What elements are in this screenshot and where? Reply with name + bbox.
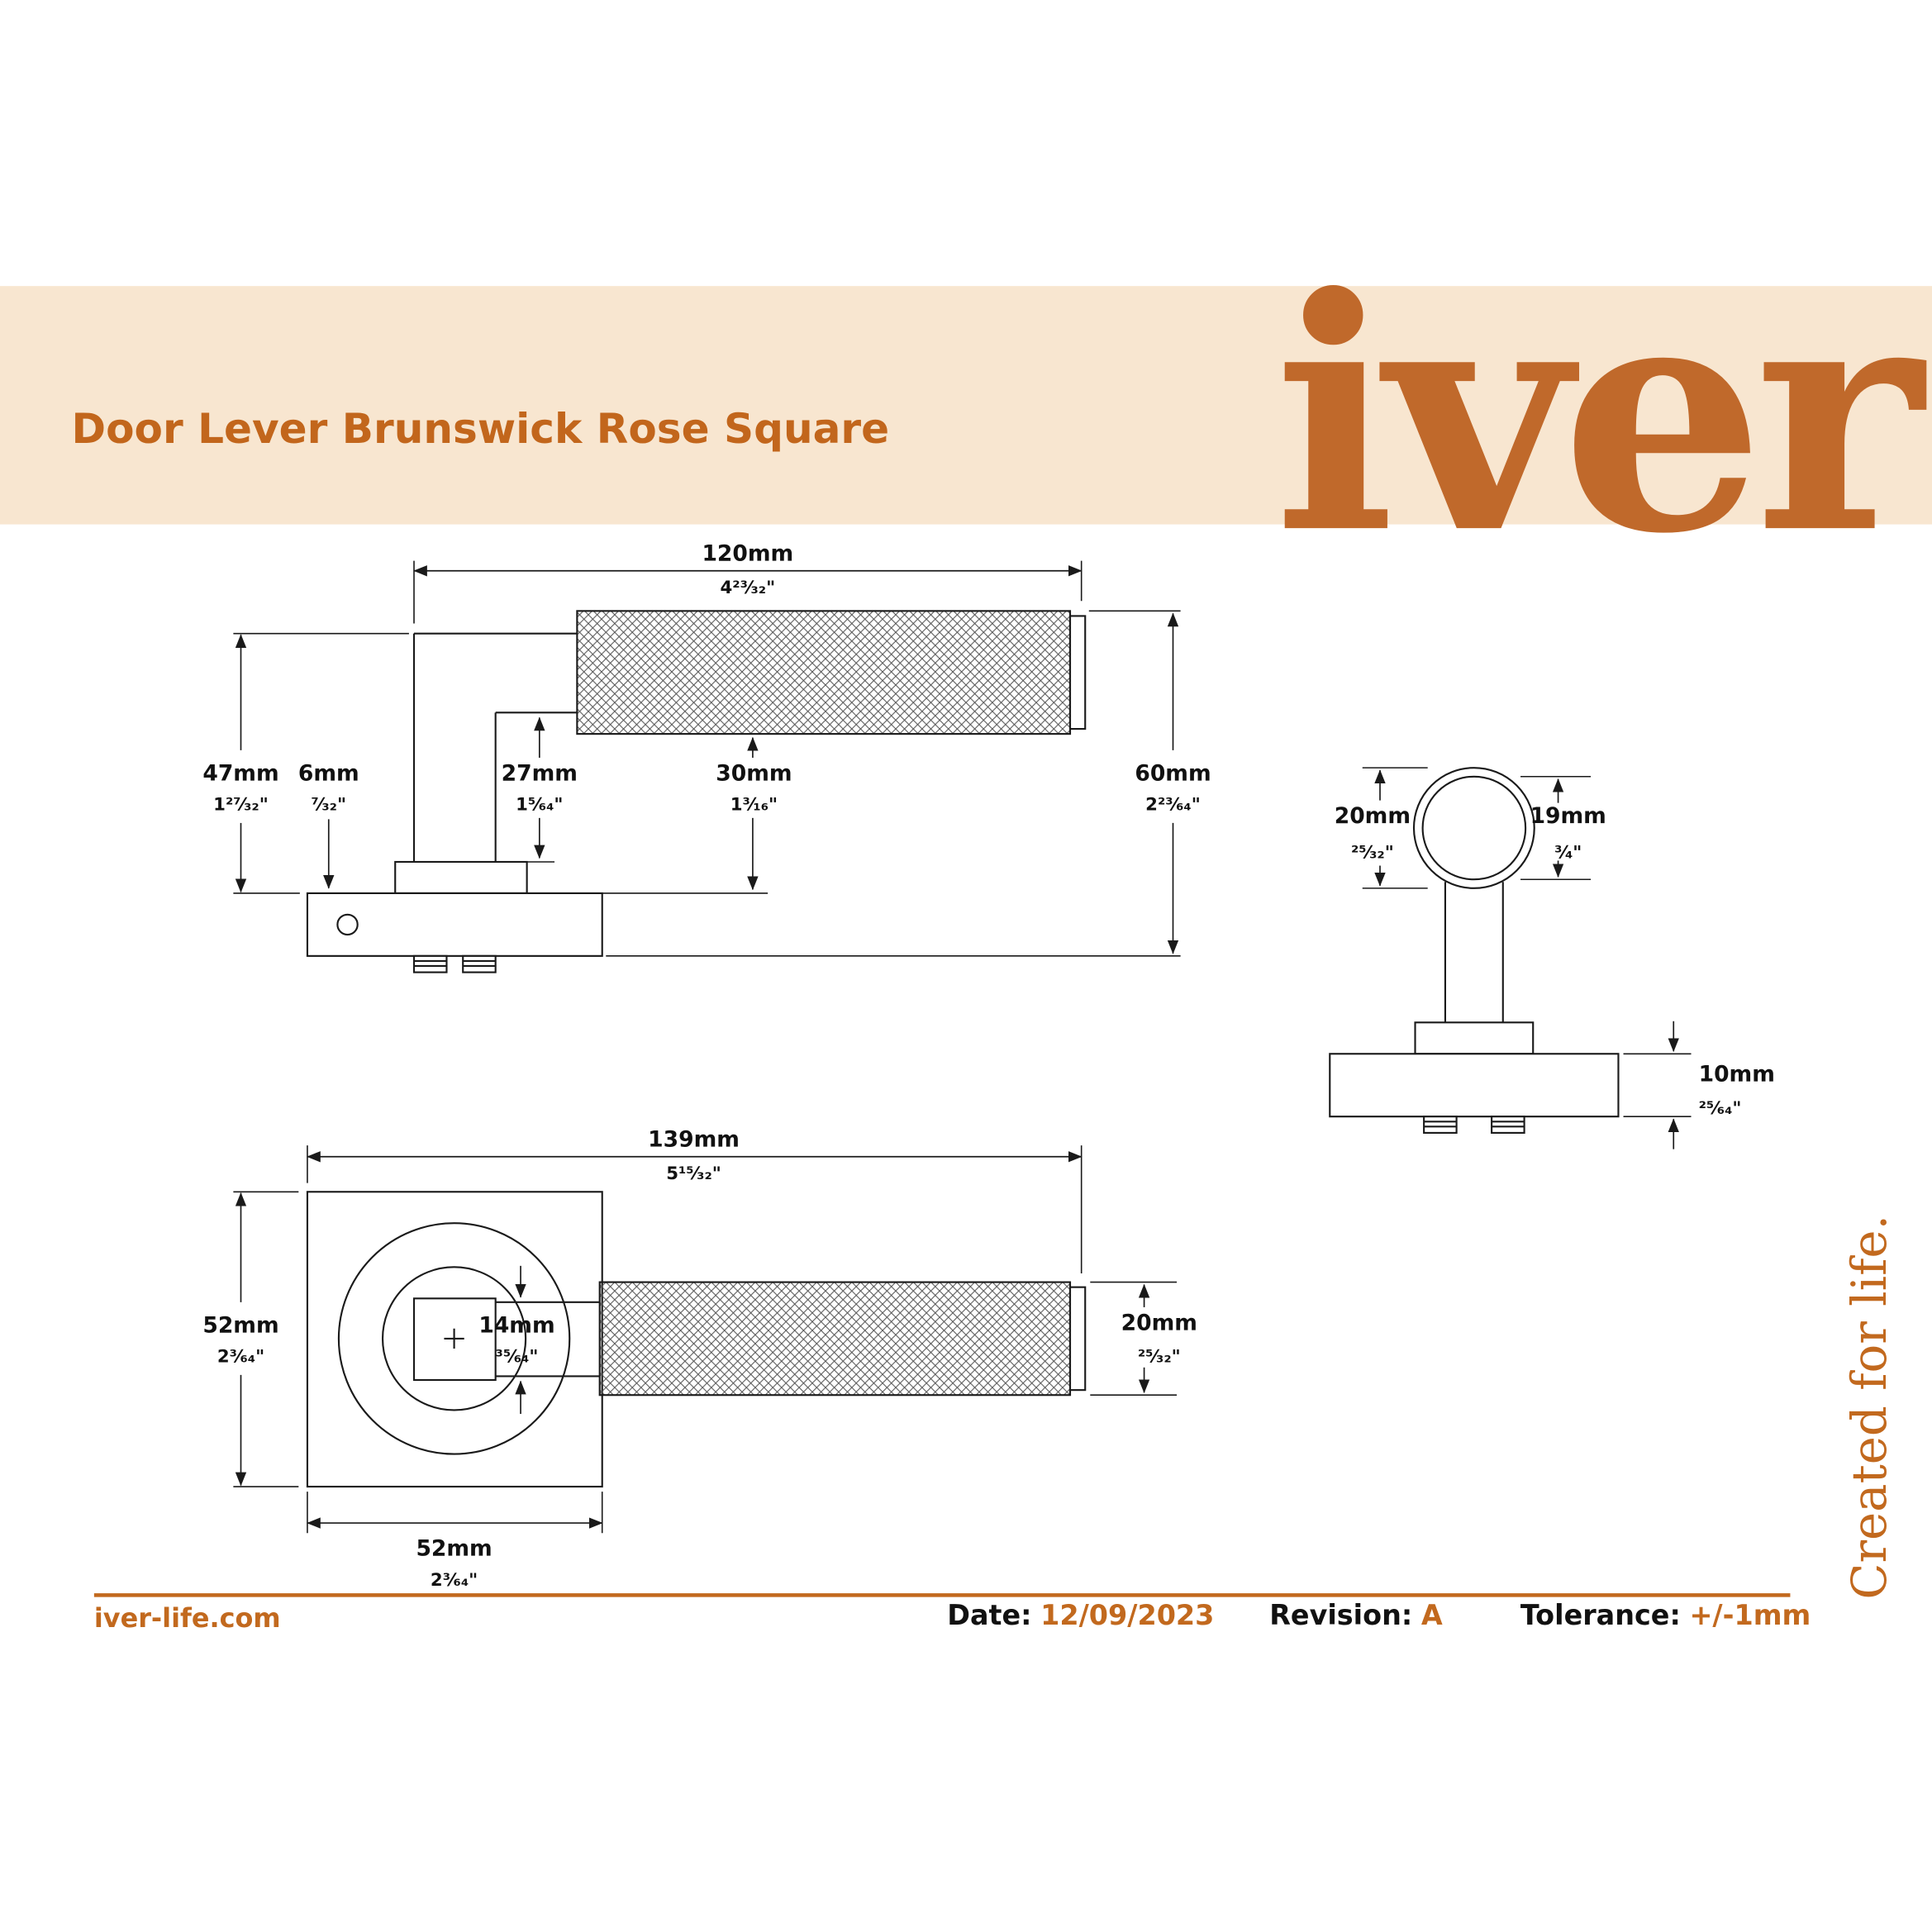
plan-rose-inner-circle [381, 1266, 527, 1411]
dim-27-in: 1⁵⁄₆₄" [516, 795, 563, 816]
end-rose-base [1329, 1053, 1620, 1118]
date-value: 12/09/2023 [1040, 1601, 1215, 1633]
side-handle-endcap [1068, 615, 1087, 730]
dim-20side-mm: 20mm [1335, 803, 1411, 829]
product-title: Door Lever Brunswick Rose Square [71, 403, 890, 454]
end-handle-outer [1412, 767, 1535, 889]
end-screw-threads [1424, 1121, 1525, 1128]
tolerance-label: Tolerance: [1520, 1601, 1681, 1633]
tolerance-value: +/-1mm [1689, 1601, 1811, 1633]
side-screw-hole [336, 913, 359, 936]
plan-view-dimensions: 139mm 5¹⁵⁄₃₂" 52mm 2³⁄₆₄" 14mm ³⁵⁄₆₄" 20… [202, 1127, 1197, 1591]
plan-center-cross [444, 1328, 464, 1349]
dim-19-mm: 19mm [1530, 803, 1606, 829]
plan-handle-endcap [1068, 1286, 1087, 1392]
dim-6-in: ⁷⁄₃₂" [311, 795, 346, 816]
end-handle-inner [1421, 775, 1527, 881]
dim-52left-mm: 52mm [202, 1312, 278, 1338]
footer-divider [93, 1593, 1791, 1597]
dim-10-in: ²⁵⁄₆₄" [1699, 1098, 1742, 1119]
plan-rose-outer-circle [337, 1222, 571, 1455]
dim-30-in: 1³⁄₁₆" [730, 795, 778, 816]
side-knurled-handle [576, 610, 1072, 735]
dim-52bottom-mm: 52mm [416, 1536, 492, 1562]
plan-knurled-handle [598, 1281, 1072, 1397]
side-screw-threads [413, 959, 496, 968]
dim-19-in: ³⁄₄" [1554, 842, 1582, 863]
side-view [306, 610, 1087, 973]
side-lever-arm [412, 632, 578, 862]
dim-60-in: 2²³⁄₆₄" [1145, 795, 1201, 816]
dim-60-mm: 60mm [1135, 760, 1211, 786]
website-link[interactable]: iver-life.com [93, 1603, 281, 1634]
dim-47-in: 1²⁷⁄₃₂" [213, 795, 269, 816]
end-view-dimensions: 20mm ²⁵⁄₃₂" 19mm ³⁄₄" 10mm ²⁵⁄₆₄" [1335, 767, 1775, 1149]
dim-27-mm: 27mm [502, 760, 578, 786]
dim-14-mm: 14mm [478, 1312, 554, 1338]
dim-120-in: 4²³⁄₃₂" [721, 578, 776, 598]
dim-139-mm: 139mm [648, 1127, 740, 1153]
side-rose-base [306, 892, 603, 957]
date-label: Date: [947, 1601, 1032, 1633]
dim-52bottom-in: 2³⁄₆₄" [431, 1570, 478, 1591]
end-view [1329, 767, 1620, 1134]
side-rose-collar [394, 860, 528, 895]
dim-10-mm: 10mm [1699, 1062, 1775, 1087]
end-screw-right [1491, 1116, 1525, 1134]
plan-lever-neck [495, 1301, 600, 1378]
brand-tagline: Created for life. [1841, 1215, 1897, 1600]
end-stem [1444, 882, 1504, 1023]
dim-20side-in: ²⁵⁄₃₂" [1351, 842, 1394, 863]
dim-47-mm: 47mm [202, 760, 278, 786]
dim-52left-in: 2³⁄₆₄" [217, 1347, 264, 1368]
dim-20plan-mm: 20mm [1121, 1310, 1197, 1335]
side-screw-left [412, 954, 448, 973]
dim-30-mm: 30mm [716, 760, 792, 786]
dim-20plan-in: ²⁵⁄₃₂" [1138, 1347, 1181, 1368]
revision-label: Revision: [1269, 1601, 1413, 1633]
end-rose-collar [1414, 1021, 1535, 1055]
side-view-dimensions: 120mm 4²³⁄₃₂" 47mm 1²⁷⁄₃₂" 6mm ⁷⁄₃₂" 27m… [202, 541, 1211, 957]
revision-value: A [1420, 1601, 1443, 1633]
dim-120-mm: 120mm [702, 541, 793, 567]
dim-6-mm: 6mm [298, 760, 359, 786]
dim-14-in: ³⁵⁄₆₄" [496, 1347, 539, 1368]
iver-logo: iver [1273, 229, 1923, 605]
end-screw-left [1423, 1116, 1458, 1134]
footer-meta: Date: 12/09/2023 Revision: A Tolerance: … [947, 1601, 1811, 1632]
header-banner [0, 286, 1932, 525]
side-screw-right [462, 954, 497, 973]
plan-view [306, 1191, 1087, 1488]
dim-139-in: 5¹⁵⁄₃₂" [666, 1163, 721, 1184]
